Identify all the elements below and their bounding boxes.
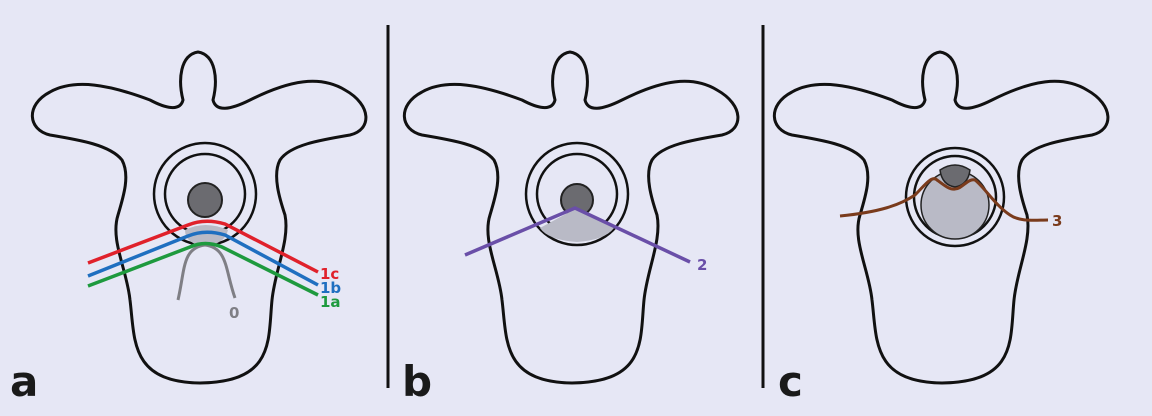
line-0	[176, 243, 237, 301]
panel-letter-a: a	[10, 357, 38, 406]
label-2: 2	[697, 256, 707, 274]
spinal-cord	[187, 182, 223, 218]
label-1c: 1c	[320, 265, 339, 283]
resection-area	[540, 209, 614, 242]
line-3	[839, 177, 1049, 222]
panel-letter-c: c	[778, 357, 803, 406]
panel-b: 2 b	[402, 50, 740, 406]
line-1a	[87, 241, 319, 297]
panel-c: 3 c	[772, 50, 1110, 406]
resection-area	[185, 225, 228, 246]
panel-a: 1c 1b 1a 0 a	[10, 50, 368, 406]
label-1a: 1a	[320, 293, 341, 311]
label-3: 3	[1052, 212, 1062, 230]
panel-letter-b: b	[402, 357, 432, 406]
label-0: 0	[229, 304, 239, 322]
canal-outer-ring	[904, 146, 1006, 248]
canal-outer-ring	[524, 141, 630, 247]
line-1c	[87, 219, 319, 274]
vertebra-outline	[30, 50, 368, 385]
line-1b	[87, 230, 319, 287]
label-1b: 1b	[320, 279, 341, 297]
line-2	[464, 206, 691, 264]
